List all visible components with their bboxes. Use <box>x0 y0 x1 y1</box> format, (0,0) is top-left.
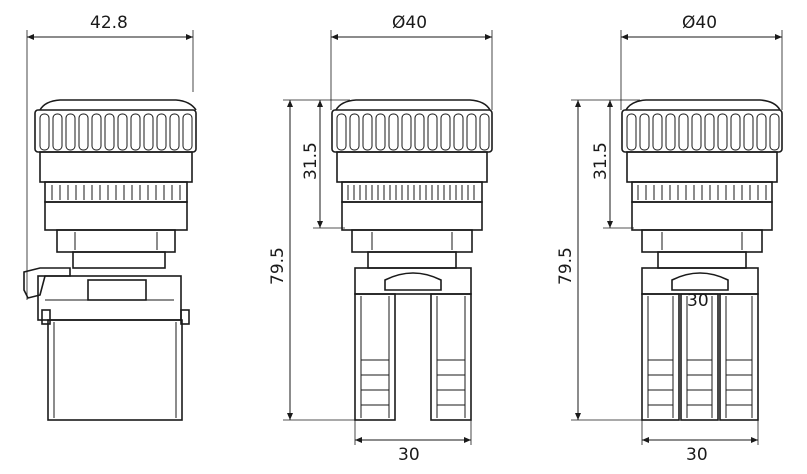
diameter-dimension-label: Ø40 <box>392 13 427 33</box>
neck <box>72 251 166 269</box>
knurled-cap <box>331 109 493 153</box>
overlay-label: 30 <box>687 291 709 311</box>
diameter-dimension-label: Ø40 <box>682 13 717 33</box>
latch-clip <box>23 267 71 299</box>
cap-dome <box>335 99 491 111</box>
front-view: Ø40 79.5 31.5 <box>268 13 493 465</box>
upper-housing <box>37 275 182 321</box>
cap-dome <box>625 99 781 111</box>
total-height-label: 79.5 <box>556 247 576 285</box>
contact-block <box>47 319 183 421</box>
neck <box>657 251 747 269</box>
release-lever <box>671 272 729 291</box>
contact-leg-left <box>354 293 396 421</box>
collar <box>39 151 193 183</box>
width-dimension-label: 42.8 <box>90 13 128 33</box>
cap-height-label: 31.5 <box>591 142 611 180</box>
cap-knurling <box>39 113 193 151</box>
mounting-nut <box>641 229 763 253</box>
total-height-label: 79.5 <box>268 247 288 285</box>
contact-holder <box>354 267 472 295</box>
contact-leg-right <box>430 293 472 421</box>
back-view: Ø40 79.5 31.5 <box>556 13 783 465</box>
knurled-cap <box>621 109 783 153</box>
contact-leg-middle <box>680 293 719 421</box>
contact-leg-right <box>719 293 759 421</box>
neck <box>367 251 457 269</box>
release-lever <box>384 272 442 291</box>
cap-height-label: 31.5 <box>301 142 321 180</box>
cap-dome <box>39 99 197 111</box>
collar <box>336 151 488 183</box>
ribbed-ring <box>341 181 483 203</box>
housing-window <box>87 279 147 301</box>
mounting-nut <box>351 229 473 253</box>
base-width-label: 30 <box>398 445 420 465</box>
knurled-cap <box>34 109 197 153</box>
side-tab-left <box>41 309 51 325</box>
contact-leg-left <box>641 293 680 421</box>
base-plate <box>341 201 483 231</box>
collar <box>626 151 778 183</box>
cap-knurling <box>336 113 490 151</box>
side-view: 42.8 <box>23 13 197 421</box>
base-width-label: 30 <box>686 445 708 465</box>
base-plate <box>44 201 188 231</box>
side-tab-right <box>180 309 190 325</box>
base-plate <box>631 201 773 231</box>
cap-knurling <box>626 113 780 151</box>
